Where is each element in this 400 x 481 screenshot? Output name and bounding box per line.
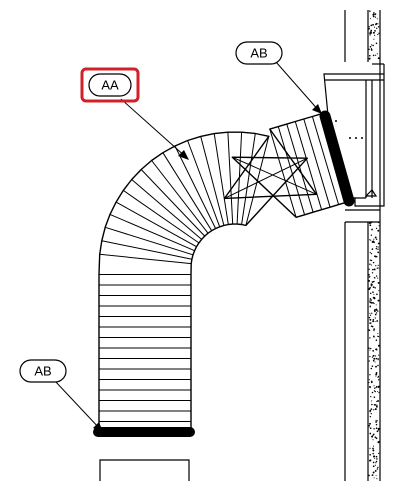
callout-ab-bottom-label: AB (34, 364, 51, 379)
leader-lines (54, 61, 321, 431)
duct-rib (311, 116, 340, 205)
duct-ribs (99, 113, 348, 433)
duct-rib (109, 213, 195, 252)
lower-box-outline (99, 459, 190, 481)
duct-rib (213, 133, 229, 225)
duct-rib (269, 128, 297, 218)
duct-rib (105, 226, 194, 256)
callout-ab-bottom-bubble (19, 359, 67, 383)
callout-aa-label: AA (101, 78, 119, 93)
callout-ab-top[interactable]: AB (235, 41, 283, 65)
leader-aa (120, 98, 188, 159)
duct-rib (123, 189, 200, 244)
duct-rib (131, 179, 202, 240)
callout-aa[interactable]: AA (80, 67, 140, 103)
flexible-duct (98, 113, 348, 433)
duct-rib (115, 201, 197, 248)
leader-ab-top (275, 61, 321, 113)
callout-ab-top-label: AB (250, 46, 267, 61)
duct-rib (277, 126, 306, 215)
wall-section (344, 10, 381, 481)
wall-stipple-texture (368, 10, 380, 480)
arrow-ab-top (312, 104, 322, 114)
vent-hinge (364, 189, 378, 197)
duct-rib (174, 145, 217, 229)
duct-rib (227, 132, 234, 225)
duct-rib (241, 133, 256, 225)
duct-outline (98, 113, 348, 433)
clamp-top (319, 110, 355, 207)
callout-aa-highlight (80, 67, 140, 103)
duct-rib (245, 136, 270, 226)
duct-rib (286, 123, 314, 213)
duct-rib (101, 240, 193, 260)
arrow-aa (178, 150, 189, 160)
arrow-ab-bottom (93, 422, 103, 432)
duct-rib (151, 160, 209, 234)
duct-rib (99, 253, 192, 265)
duct-rib (224, 157, 308, 199)
leader-arrowheads (93, 104, 322, 432)
duct-rib (200, 136, 225, 226)
duct-rib (187, 140, 221, 227)
duct-rib (232, 156, 317, 195)
duct-rib (303, 118, 331, 208)
callout-aa-bubble (88, 73, 132, 97)
duct-rib (162, 152, 213, 231)
duct-rib (294, 121, 323, 210)
duct-rib (236, 132, 243, 225)
leader-ab-bottom (54, 380, 102, 431)
callout-ab-bottom[interactable]: AB (19, 359, 67, 383)
duct-rib (140, 169, 206, 237)
callout-ab-top-bubble (235, 41, 283, 65)
